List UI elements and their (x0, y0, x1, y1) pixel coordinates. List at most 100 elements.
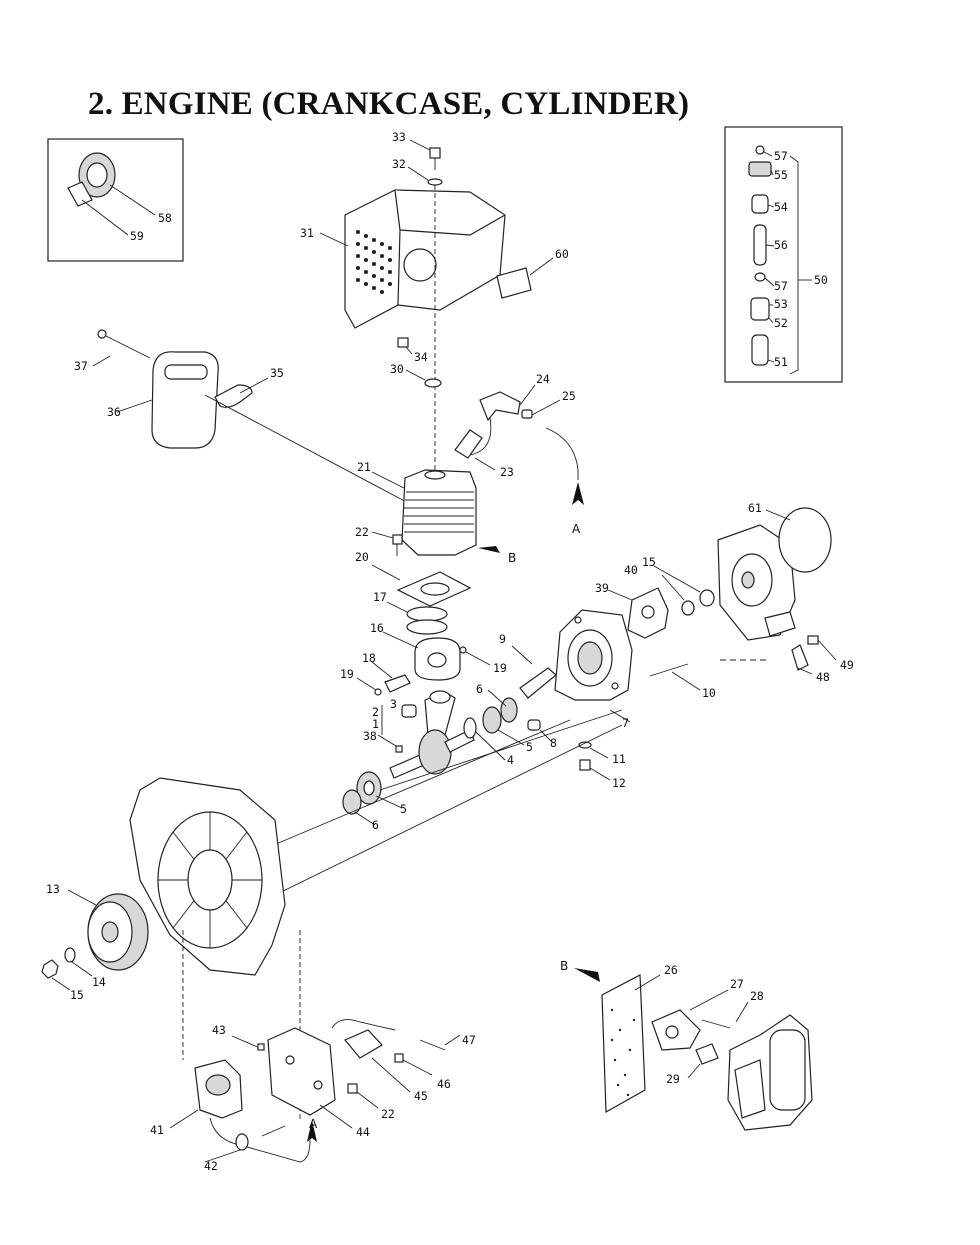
callout-label: 13 (46, 882, 60, 896)
callout-label: 19 (340, 667, 354, 681)
callout-label: 7 (622, 716, 629, 730)
callout-label: 14 (92, 975, 106, 989)
callout-label: 5 (400, 802, 407, 816)
callout-label: 21 (357, 460, 371, 474)
callout-label: 11 (612, 752, 626, 766)
callout-label: 60 (555, 247, 569, 261)
page-title: 2. ENGINE (CRANKCASE, CYLINDER) (88, 86, 690, 122)
callout-label: 26 (664, 963, 678, 977)
callout-label: 37 (74, 359, 88, 373)
starter-pulley-part (627, 587, 669, 639)
callout-label: 15 (70, 988, 84, 1002)
callout-label: 54 (774, 200, 788, 214)
connecting-rod-part (424, 690, 456, 741)
callout-label: 29 (666, 1072, 680, 1086)
callout-label: 10 (702, 686, 716, 700)
callout-label: 3 (390, 697, 397, 711)
callout-label: 6 (372, 818, 379, 832)
fan-housing-part (129, 777, 286, 976)
callout-label: 38 (363, 729, 377, 743)
callout-label: 47 (462, 1033, 476, 1047)
callout-label: 12 (612, 776, 626, 790)
callout-label: 33 (392, 130, 406, 144)
callout-label: 49 (840, 658, 854, 672)
callout-label: 61 (748, 501, 762, 515)
callout-label: 51 (774, 355, 788, 369)
callout-label: 58 (158, 211, 172, 225)
callout-label: 57 (774, 279, 788, 293)
callout-label: 45 (414, 1089, 428, 1103)
callout-label: 24 (536, 372, 550, 386)
reference-letter: B (508, 551, 516, 565)
callout-label: 43 (212, 1023, 226, 1037)
inset-box-drum (47, 138, 184, 262)
callout-label: 20 (355, 550, 369, 564)
callout-label: 52 (774, 316, 788, 330)
reference-letter: A (309, 1117, 318, 1131)
carb-spacer-part (651, 1009, 701, 1051)
callout-label: 8 (550, 736, 557, 750)
recoil-starter-part (717, 524, 796, 641)
callout-label: 32 (392, 157, 406, 171)
inset-box-carb-parts (724, 126, 843, 383)
carburetor-part (727, 1014, 813, 1131)
carb-needle-stack (748, 145, 772, 366)
carb-insulator-plate-part (601, 974, 646, 1114)
flywheel-part (87, 893, 149, 971)
callout-label: 36 (107, 405, 121, 419)
crankcase-part (554, 609, 633, 701)
callout-label: 23 (500, 465, 514, 479)
callout-label: 16 (370, 621, 384, 635)
callout-label: 50 (814, 273, 828, 287)
callout-label: 55 (774, 168, 788, 182)
callout-label: 40 (624, 563, 638, 577)
callout-label: 15 (642, 555, 656, 569)
cylinder-cover-part (344, 189, 506, 329)
callout-label: 46 (437, 1077, 451, 1091)
callout-label: 57 (774, 149, 788, 163)
recoil-cover-disc-part (778, 507, 832, 573)
callout-label: 18 (362, 651, 376, 665)
callout-label: 56 (774, 238, 788, 252)
callout-label: 59 (130, 229, 144, 243)
callout-label: 1 (372, 717, 379, 731)
reference-letter: A (572, 522, 581, 536)
callout-label: 22 (381, 1107, 395, 1121)
callout-label: 34 (414, 350, 428, 364)
ignition-coil-part (194, 1059, 243, 1119)
callout-label: 42 (204, 1159, 218, 1173)
callout-label: 39 (595, 581, 609, 595)
callout-label: 17 (373, 590, 387, 604)
callout-labels: 33 32 31 60 58 59 34 30 37 35 36 24 25 2… (46, 130, 854, 1173)
callout-label: 2 (372, 705, 379, 719)
callout-label: 53 (774, 297, 788, 311)
callout-label: 5 (526, 740, 533, 754)
callout-label: 22 (355, 525, 369, 539)
label-sticker-part (496, 267, 532, 299)
reference-letter: B (560, 959, 568, 973)
ignition-module-part (267, 1027, 336, 1116)
callout-label: 9 (499, 632, 506, 646)
callout-label: 4 (507, 753, 514, 767)
callout-label: 28 (750, 989, 764, 1003)
muffler-part (151, 351, 219, 449)
piston-part (414, 637, 461, 681)
crankcase-gasket-part (519, 667, 557, 699)
callout-label: 31 (300, 226, 314, 240)
recoil-drum-part (67, 152, 116, 207)
callout-label: 41 (150, 1123, 164, 1137)
callout-label: 6 (476, 682, 483, 696)
callout-label: 25 (562, 389, 576, 403)
crankshaft-part (389, 729, 475, 779)
callout-label: 19 (493, 661, 507, 675)
plug-cap-part (479, 391, 521, 422)
spark-plug-part (454, 429, 483, 459)
callout-label: 35 (270, 366, 284, 380)
callout-label: 44 (356, 1125, 370, 1139)
muffler-gasket-part (214, 384, 253, 408)
callout-label: 30 (390, 362, 404, 376)
cylinder-part (401, 469, 477, 556)
callout-label: 27 (730, 977, 744, 991)
callout-label: 48 (816, 670, 830, 684)
